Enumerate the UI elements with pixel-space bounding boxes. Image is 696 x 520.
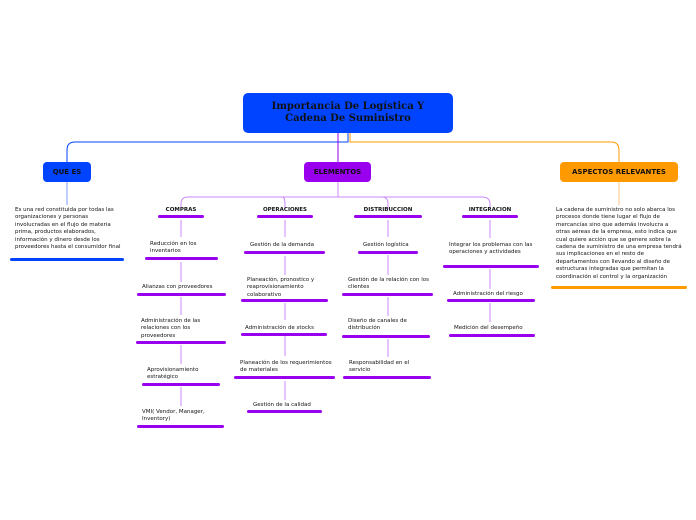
operaciones-item[interactable]: Administración de stocks — [245, 325, 314, 331]
distribuccion-item[interactable]: Diseño de canales de distribución — [348, 318, 407, 332]
compras-item[interactable]: Reducción en los inventarios — [150, 241, 197, 255]
compras-item-underline — [142, 383, 220, 386]
aspectos-underline — [551, 286, 687, 289]
operaciones-item-underline — [244, 251, 325, 254]
column-distribuccion-label[interactable]: DISTRIBUCCION — [363, 207, 413, 213]
compras-item[interactable]: Administración de las relaciones con los… — [141, 318, 201, 339]
column-integracion-underline — [462, 215, 518, 218]
distribuccion-item[interactable]: Responsabilidad en el servicio — [349, 360, 410, 374]
operaciones-item-underline — [234, 376, 335, 379]
distribuccion-item[interactable]: Gestión logística — [363, 242, 409, 248]
operaciones-item[interactable]: Gestión de la demanda — [250, 242, 315, 248]
integracion-item-underline — [447, 299, 535, 302]
column-compras-underline — [158, 215, 204, 218]
link-root-aspectos — [349, 133, 620, 162]
link-root-que-es — [66, 133, 349, 162]
que-es-underline — [10, 258, 124, 261]
operaciones-item-underline — [241, 333, 327, 336]
distribuccion-item-underline — [342, 335, 430, 338]
integracion-item[interactable]: Administración del riesgo — [453, 291, 523, 297]
distribuccion-item-underline — [342, 293, 433, 296]
link-elementos-columns — [180, 182, 491, 209]
topic-aspectos-relevantes[interactable]: ASPECTOS RELEVANTES — [560, 162, 678, 182]
column-compras-label[interactable]: COMPRAS — [165, 207, 197, 213]
integracion-item-underline — [443, 265, 539, 268]
integracion-item[interactable]: Integrar los problemas con las operacion… — [449, 242, 533, 256]
operaciones-item-underline — [241, 299, 328, 302]
compras-item[interactable]: Alianzas con proveedores — [142, 284, 213, 290]
distribuccion-item-underline — [343, 376, 431, 379]
que-es-description[interactable]: Es una red constituida por todas las org… — [15, 207, 121, 251]
compras-item-underline — [145, 257, 218, 260]
column-operaciones-underline — [257, 215, 313, 218]
integracion-item[interactable]: Medición del desempeño — [454, 325, 523, 331]
integracion-item-underline — [449, 334, 535, 337]
compras-item[interactable]: VMI( Vendor, Manager, Inventory) — [142, 409, 205, 423]
operaciones-item-underline — [247, 410, 322, 413]
aspectos-description[interactable]: La cadena de suministro no solo abarca l… — [556, 207, 682, 280]
operaciones-item[interactable]: Gestión de la calidad — [253, 402, 311, 408]
operaciones-item[interactable]: Planeación de los requerimientos de mate… — [240, 360, 332, 374]
root-title: Importancia De Logística Y Cadena De Sum… — [271, 101, 425, 124]
topic-elementos[interactable]: ELEMENTOS — [304, 162, 371, 182]
topic-que-es[interactable]: QUE ES — [43, 162, 91, 182]
root-node[interactable]: Importancia De Logística Y Cadena De Sum… — [243, 93, 453, 133]
distribuccion-item[interactable]: Gestión de la relación con los clientes — [348, 277, 430, 291]
compras-item-underline — [137, 425, 224, 428]
column-integracion-label[interactable]: INTEGRACION — [468, 207, 512, 213]
compras-item-underline — [137, 293, 226, 296]
compras-item-underline — [136, 341, 226, 344]
compras-item[interactable]: Aprovisionamiento estratégico — [147, 367, 199, 381]
distribuccion-item-underline — [358, 251, 418, 254]
operaciones-item[interactable]: Planeación, pronostico y reaprovisionami… — [247, 277, 315, 298]
column-distribuccion-underline — [354, 215, 422, 218]
column-operaciones-label[interactable]: OPERACIONES — [262, 207, 308, 213]
